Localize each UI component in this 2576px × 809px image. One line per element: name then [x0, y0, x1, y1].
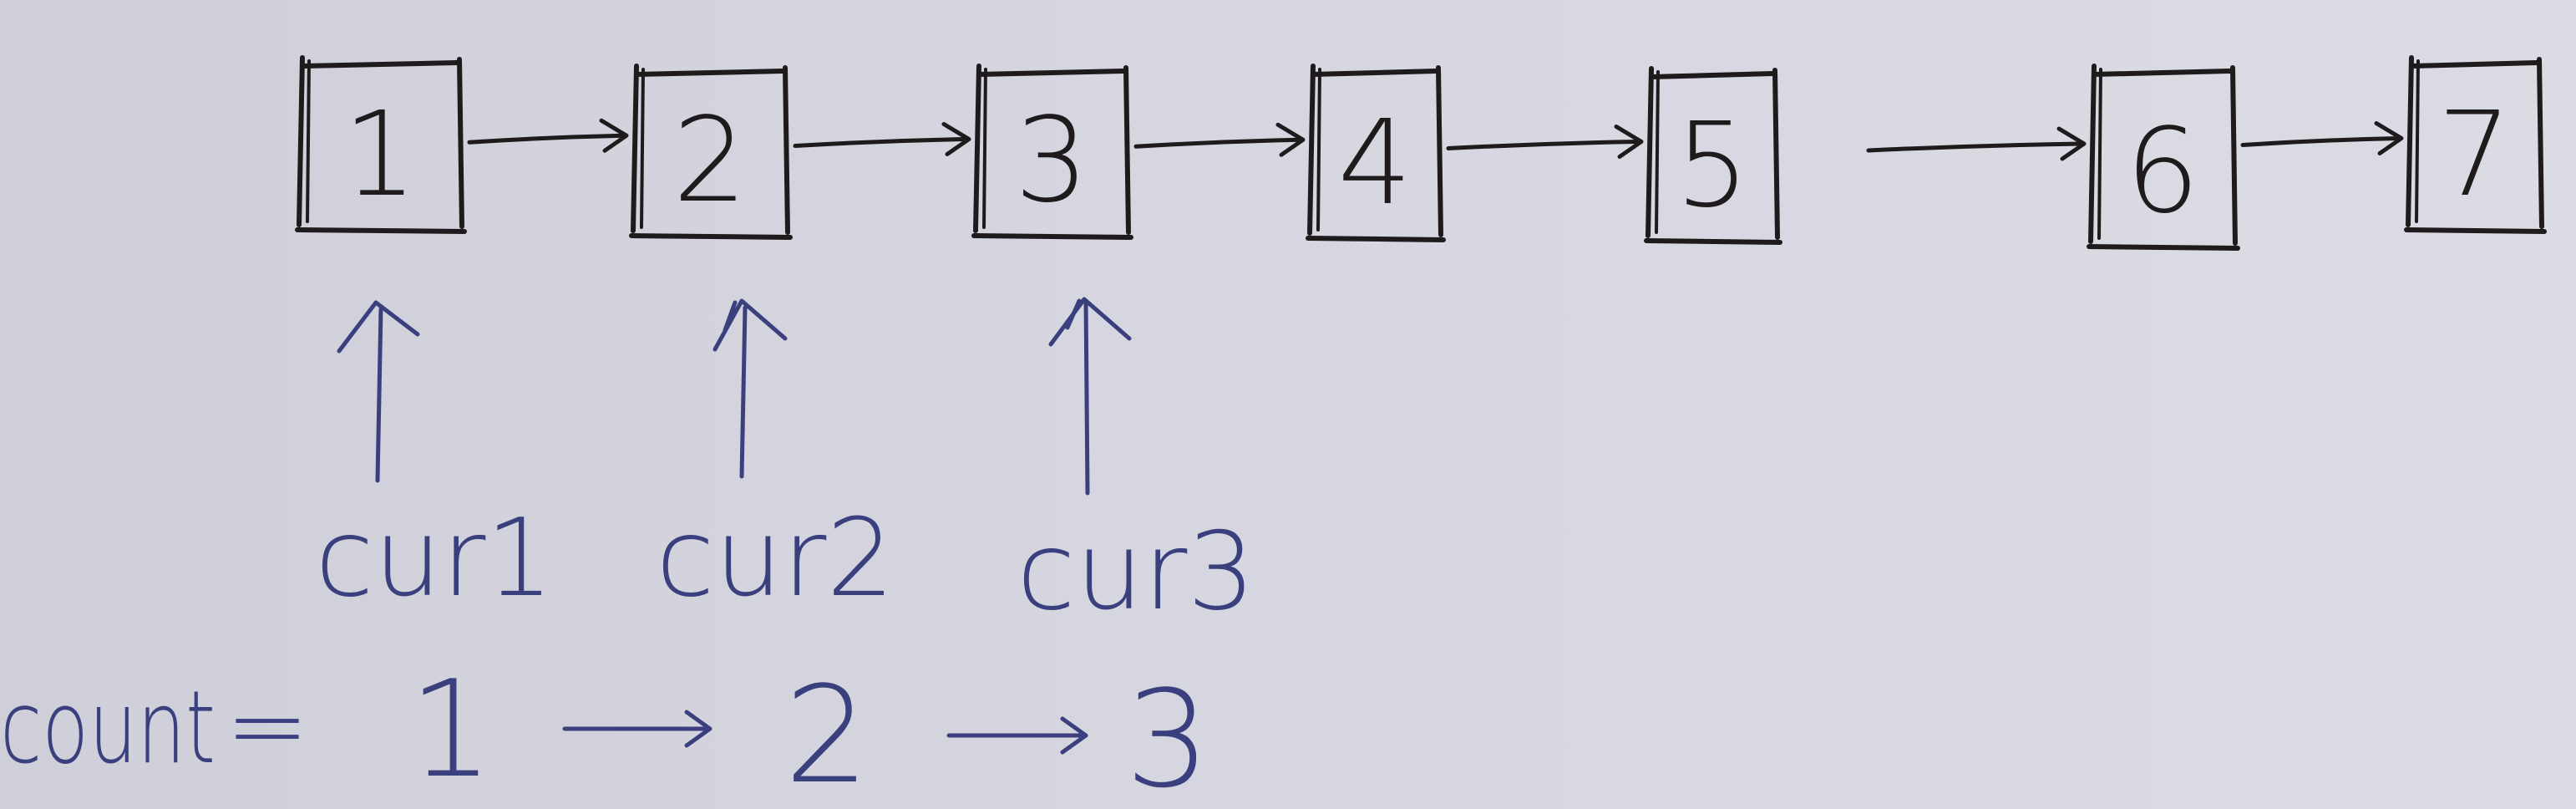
- pointer-arrow-cur2: [712, 298, 788, 479]
- link-arrow-2-3: [793, 122, 971, 156]
- link-arrow-6-7: [2240, 121, 2404, 155]
- node-boxes: [295, 55, 2547, 251]
- node-box-2: [629, 64, 793, 240]
- node-value-3: 3: [1014, 93, 1088, 229]
- node-box-5: [1644, 66, 1782, 245]
- link-arrow-3-4: [1133, 122, 1306, 157]
- count-line: count = 1 2 3: [0, 651, 1210, 809]
- count-value-2: 2: [784, 657, 870, 809]
- pointer-arrows: [337, 297, 1132, 496]
- node-box-3: [971, 64, 1133, 240]
- pointer-label-cur2: cur2: [656, 496, 895, 621]
- pointer-arrow-cur1: [337, 300, 420, 483]
- node-box-7: [2404, 55, 2547, 234]
- node-values: 1 2 3 4 5 6 7: [342, 87, 2512, 240]
- node-value-5: 5: [1675, 98, 1749, 234]
- node-box-4: [1306, 64, 1446, 242]
- count-value-1: 1: [408, 651, 494, 807]
- node-value-1: 1: [342, 87, 417, 223]
- node-value-4: 4: [1337, 95, 1412, 232]
- node-value-7: 7: [2437, 87, 2512, 223]
- count-label: count: [0, 670, 216, 786]
- count-equals: =: [226, 669, 310, 785]
- pointer-label-cur1: cur1: [315, 496, 554, 621]
- link-arrow-5-6: [1866, 126, 2087, 161]
- node-value-6: 6: [2125, 104, 2199, 240]
- node-box-1: [295, 55, 467, 234]
- pointer-arrow-cur3: [1048, 297, 1132, 496]
- count-arrow-2: [946, 716, 1088, 755]
- node-value-2: 2: [672, 93, 747, 229]
- count-arrow-1: [562, 710, 712, 748]
- node-links: [467, 118, 2404, 161]
- count-value-3: 3: [1125, 661, 1210, 809]
- link-arrow-1-2: [467, 118, 629, 153]
- link-arrow-4-5: [1446, 125, 1644, 159]
- pointer-label-cur3: cur3: [1017, 510, 1255, 634]
- pointer-labels: cur1 cur2 cur3: [315, 496, 1255, 634]
- node-box-6: [2087, 64, 2240, 251]
